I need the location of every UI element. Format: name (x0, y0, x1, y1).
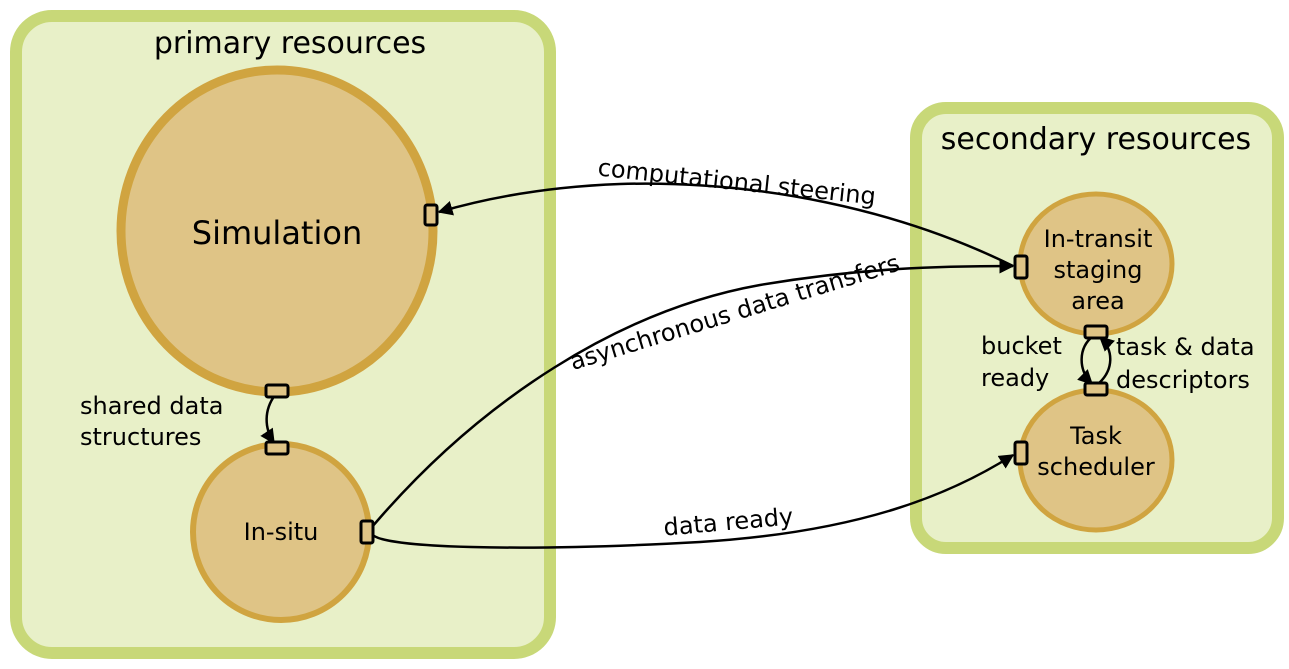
in-situ-node: In-situ (190, 441, 372, 623)
staging-area-node: In-transit staging area (1017, 191, 1175, 337)
shared-data-label-1: shared data (80, 392, 223, 420)
scheduler-input-port (1013, 440, 1029, 466)
bucket-ready-label-1: bucket (981, 332, 1062, 360)
async-transfers-edge (371, 258, 1015, 528)
simulation-steering-port (423, 203, 439, 227)
staging-area-label-2: staging (1054, 256, 1143, 284)
scheduler-top-port (1083, 381, 1109, 397)
staging-input-port (1013, 254, 1029, 280)
staging-area-label-1: In-transit (1044, 225, 1153, 253)
task-scheduler-label-2: scheduler (1037, 453, 1155, 481)
data-ready-edge (370, 453, 1015, 549)
shared-data-edge (260, 394, 277, 445)
simulation-node: Simulation (116, 65, 438, 397)
simulation-shared-port (264, 383, 290, 399)
in-situ-output-port (359, 519, 375, 545)
computational-steering-edge (437, 182, 1014, 268)
task-descriptors-label-1: task & data (1116, 333, 1255, 361)
in-situ-shared-port (264, 440, 290, 456)
secondary-resources-label: secondary resources (941, 122, 1251, 157)
staging-bottom-port (1083, 324, 1109, 340)
task-descriptors-edge (1097, 335, 1115, 385)
bucket-ready-label-2: ready (981, 364, 1049, 392)
staging-area-label-3: area (1071, 287, 1125, 315)
simulation-label: Simulation (192, 214, 362, 252)
task-scheduler-node: Task scheduler (1017, 387, 1175, 533)
computational-steering-label: computational steering (597, 154, 878, 211)
primary-resources-label: primary resources (154, 26, 426, 61)
in-situ-label: In-situ (244, 518, 319, 546)
async-transfers-label: asynchronous data transfers (566, 249, 902, 376)
shared-data-label-2: structures (80, 423, 201, 451)
task-scheduler-label-1: Task (1069, 422, 1122, 450)
task-descriptors-label-2: descriptors (1116, 366, 1250, 394)
